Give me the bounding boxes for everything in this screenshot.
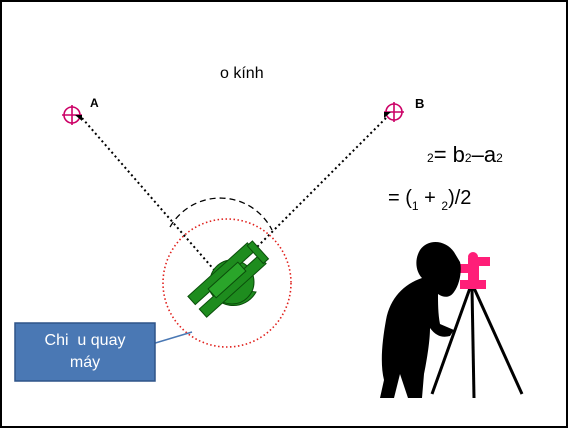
target-b-icon — [384, 102, 404, 122]
formula-sub1: 1 — [411, 199, 419, 213]
formula-minus-a: –a — [471, 142, 497, 167]
formula-b: = b — [433, 142, 465, 167]
sight-line-b — [229, 117, 387, 275]
formula-plus: + — [418, 187, 442, 209]
callout-label: Chi u quay máy — [16, 324, 154, 380]
diagram-title: o kính — [220, 65, 264, 82]
target-a-icon — [62, 105, 82, 125]
callout-pointer — [151, 331, 193, 345]
callout-line-2: máy — [69, 354, 101, 371]
sight-line-a — [81, 117, 217, 273]
formula-b-sub: 2 — [464, 151, 472, 165]
surveyor-icon — [380, 241, 524, 399]
telescope-swing-arc — [169, 197, 273, 231]
formula-sub: 2 — [427, 151, 434, 165]
callout-line-1: Chi u quay — [44, 332, 126, 349]
point-a-label: A — [90, 96, 99, 110]
callout-box — [14, 322, 156, 382]
formula-sub2: 2 — [441, 199, 449, 213]
formula-a-sub: 2 — [496, 151, 503, 165]
rotation-circle — [162, 218, 292, 348]
point-b-label: B — [415, 96, 425, 111]
formula-average: = (1 + 2)/2 — [388, 187, 471, 213]
theodolite-icon — [187, 240, 270, 318]
formula-close: )/2 — [448, 187, 472, 209]
formula-difference: 2= b2–a2 — [427, 142, 503, 168]
formula-open: = ( — [388, 187, 412, 209]
